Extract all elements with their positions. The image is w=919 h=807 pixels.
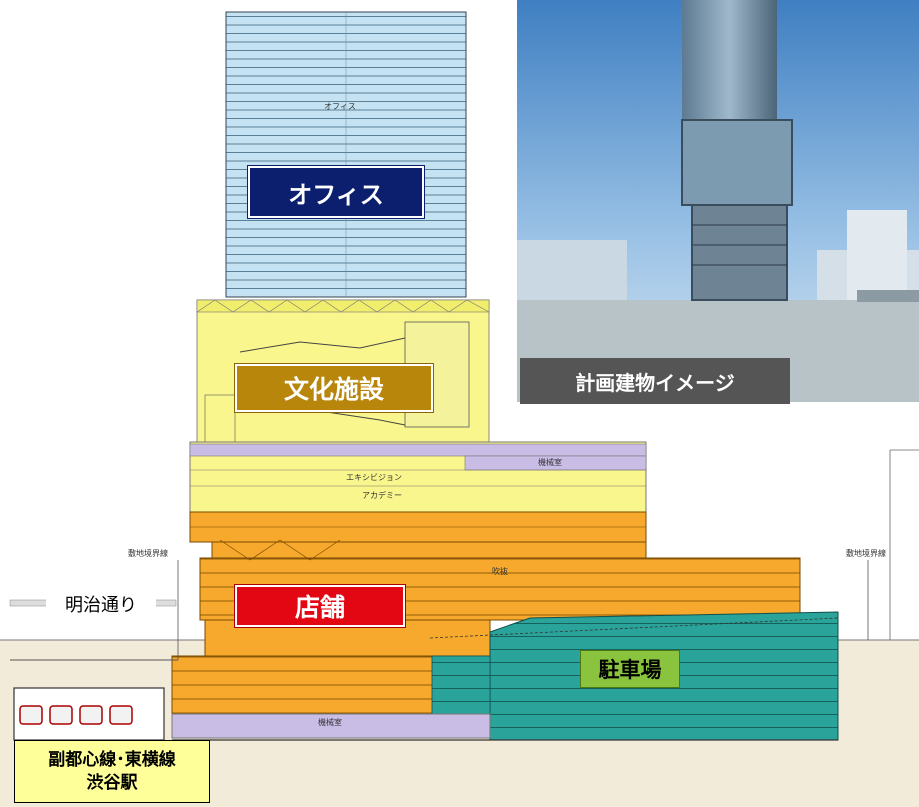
shops-label: 店舗 xyxy=(234,584,406,628)
boundary-left-label: 敷地境界線 xyxy=(128,549,168,558)
culture-label: 文化施設 xyxy=(234,363,434,413)
rendering-caption: 計画建物イメージ xyxy=(520,358,790,404)
exhibition-label: エキシビジョン xyxy=(346,473,402,482)
parking-label: 駐車場 xyxy=(580,650,680,688)
station-label: 副都心線･東横線 渋谷駅 xyxy=(14,740,210,803)
boundary-right-label: 敷地境界線 xyxy=(846,549,886,558)
meiji-street-label: 明治通り xyxy=(46,591,156,617)
office-floor-label: オフィス xyxy=(324,102,356,111)
machine-room-upper-label: 機械室 xyxy=(538,458,562,467)
office-label: オフィス xyxy=(247,165,425,219)
train-icons xyxy=(19,705,133,725)
academy-label: アカデミー xyxy=(362,491,402,500)
parking-extension xyxy=(431,655,491,715)
shops-block xyxy=(211,541,647,559)
machine-room-lower-label: 機械室 xyxy=(318,718,342,727)
station-label-line2: 渋谷駅 xyxy=(86,772,138,793)
machine-room-lower xyxy=(171,713,491,739)
building-rendering-image xyxy=(517,0,919,402)
station-label-line1: 副都心線･東横線 xyxy=(48,750,176,771)
atrium-label: 吹抜 xyxy=(492,567,508,576)
